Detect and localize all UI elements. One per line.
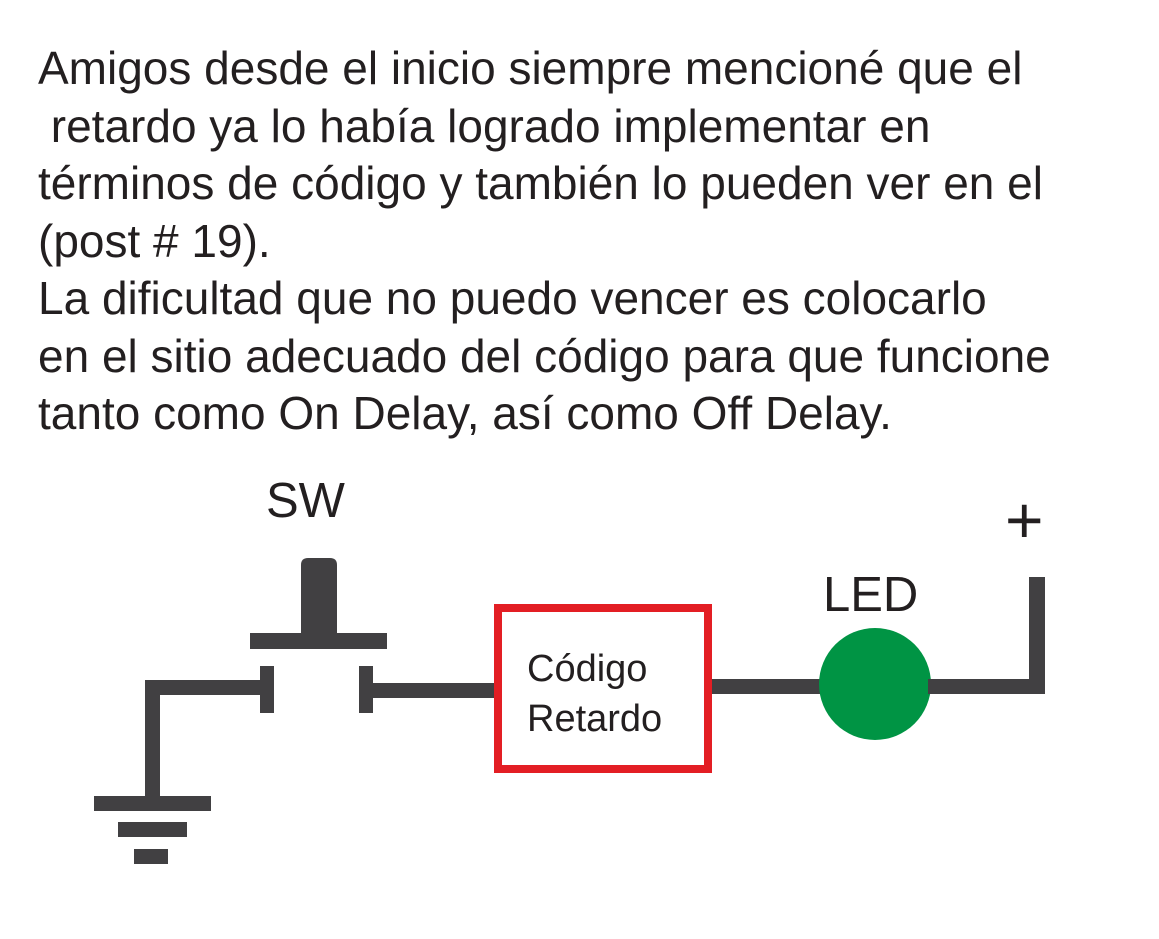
delay-code-box [494, 604, 712, 773]
wire-led-to-positive [928, 679, 1045, 694]
text-line: tanto como On Delay, así como Off Delay. [38, 387, 892, 439]
led-icon [819, 628, 931, 740]
wire-box-to-led [712, 679, 824, 694]
text-line: términos de código y también lo pueden v… [38, 157, 1043, 209]
led-label: LED [823, 568, 918, 622]
text-line: Amigos desde el inicio siempre mencioné … [38, 42, 1023, 94]
wire-ground-to-switch [145, 680, 267, 695]
positive-terminal-wire [1029, 577, 1045, 694]
positive-terminal-icon: + [1005, 483, 1044, 557]
wire-switch-to-box [373, 683, 498, 698]
push-button-switch-icon [250, 558, 387, 713]
text-line: La dificultad que no puedo vencer es col… [38, 272, 987, 324]
box-label-line2: Retardo [527, 698, 662, 740]
text-line: (post # 19). [38, 214, 271, 267]
switch-label: SW [266, 474, 346, 528]
box-label-line1: Código [527, 648, 647, 690]
text-line: en el sitio adecuado del código para que… [38, 329, 1051, 382]
text-line: retardo ya lo había logrado implementar … [38, 99, 931, 152]
ground-icon [94, 680, 211, 864]
explanation-paragraph: Amigos desde el inicio siempre mencioné … [38, 40, 1153, 443]
